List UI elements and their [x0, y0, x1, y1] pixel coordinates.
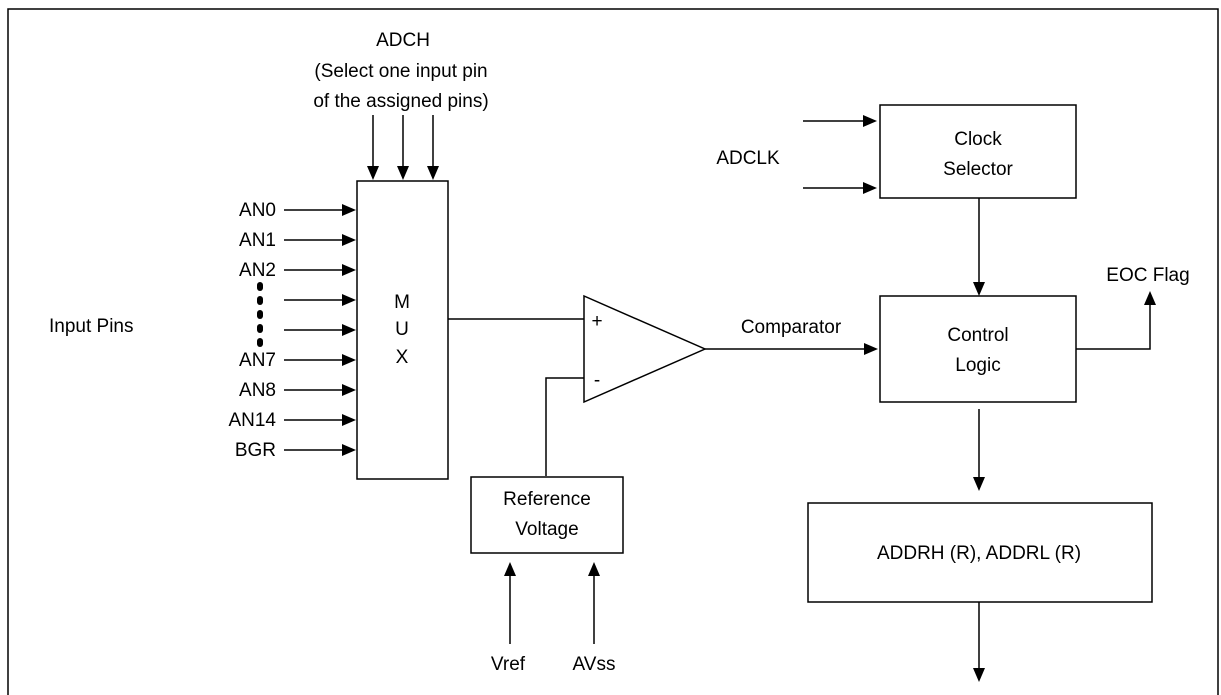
- adclk-input-arrows: [803, 115, 877, 194]
- control-logic-line2: Logic: [955, 355, 1000, 376]
- mux-label-x: X: [396, 347, 409, 368]
- reference-voltage-box: [470, 476, 624, 554]
- data-register-label: ADDRH (R), ADDRL (R): [877, 543, 1081, 564]
- diagram-frame: [7, 8, 1219, 695]
- comparator-minus-sign: -: [594, 370, 600, 391]
- pin-label-an0: AN0: [239, 200, 276, 221]
- pin-label-an2: AN2: [239, 260, 276, 281]
- adch-desc-line1: (Select one input pin: [314, 61, 487, 82]
- adch-desc-line2: of the assigned pins): [313, 91, 488, 112]
- eoc-flag-arrowhead: [1144, 291, 1156, 305]
- data-register-box: [807, 502, 1153, 603]
- eoc-flag-label: EOC Flag: [1106, 265, 1189, 286]
- mux-box: [356, 180, 449, 480]
- control-logic-line1: Control: [947, 325, 1008, 346]
- vref-label: Vref: [491, 654, 526, 675]
- control-to-register-arrowhead: [973, 477, 985, 491]
- reference-output-wire: [545, 377, 584, 476]
- comparator-plus-sign: +: [591, 311, 602, 332]
- reference-voltage-line2: Voltage: [515, 519, 578, 540]
- pin-label-an8: AN8: [239, 380, 276, 401]
- adch-title: ADCH: [376, 30, 430, 51]
- comparator-label: Comparator: [741, 317, 842, 338]
- pin-label-an14: AN14: [228, 410, 276, 431]
- adch-select-arrows: [367, 115, 439, 180]
- pin-label-an1: AN1: [239, 230, 276, 251]
- mux-label-u: U: [395, 319, 409, 340]
- pin-input-arrows: [284, 204, 356, 456]
- avss-label: AVss: [573, 654, 616, 675]
- eoc-flag-wire: [1076, 305, 1151, 350]
- control-logic-box: [879, 295, 1077, 403]
- pin-label-bgr: BGR: [235, 440, 276, 461]
- pin-ellipsis-dots: [257, 282, 263, 347]
- mux-label-m: M: [394, 292, 410, 313]
- reference-voltage-line1: Reference: [503, 489, 591, 510]
- clock-to-control-arrowhead: [973, 282, 985, 296]
- reference-input-arrows: [504, 562, 600, 644]
- pin-label-an7: AN7: [239, 350, 276, 371]
- comparator-output-arrowhead: [864, 343, 878, 355]
- clock-selector-box: [879, 104, 1077, 199]
- clock-selector-line2: Selector: [943, 159, 1013, 180]
- input-pins-label: Input Pins: [49, 316, 134, 337]
- adclk-label: ADCLK: [716, 148, 780, 169]
- register-output-arrowhead: [973, 668, 985, 682]
- comparator-symbol: [583, 294, 707, 404]
- clock-selector-line1: Clock: [954, 129, 1002, 150]
